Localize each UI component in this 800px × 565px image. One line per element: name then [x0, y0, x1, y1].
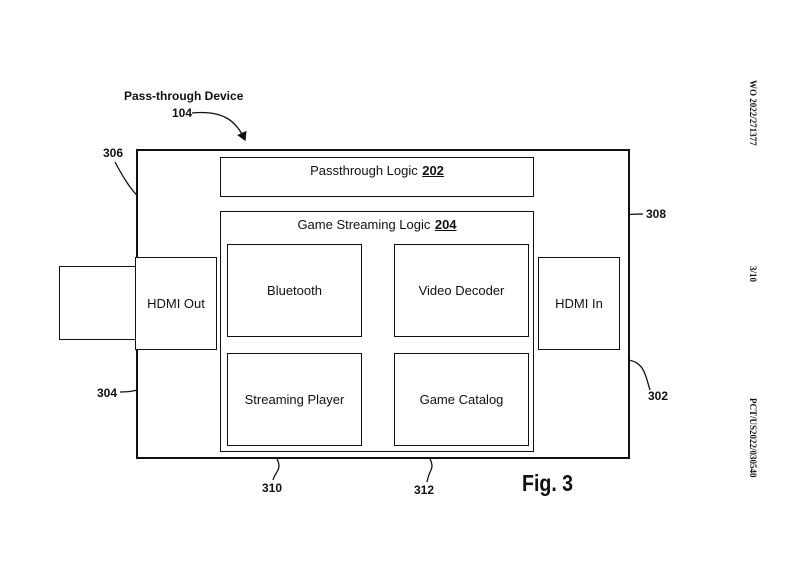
- hdmi-in-box: HDMI In: [538, 257, 620, 350]
- ref-310: 310: [262, 481, 283, 495]
- passthrough-logic-ref: 202: [422, 163, 444, 178]
- ref-304: 304: [97, 386, 118, 400]
- ref-306: 306: [103, 146, 124, 160]
- ref-308: 308: [646, 207, 667, 221]
- streaming-player-box: Streaming Player: [227, 353, 362, 446]
- publication-number: WO 2022/271377: [748, 80, 758, 146]
- leader-104: [191, 111, 247, 142]
- game-streaming-logic-ref: 204: [434, 217, 457, 232]
- sheet-number: 3/10: [748, 266, 758, 283]
- hdmi-out-box: HDMI Out: [135, 257, 217, 350]
- video-decoder-box: Video Decoder: [394, 244, 529, 337]
- figure-label: Fig. 3: [522, 470, 574, 496]
- ref-312: 312: [414, 483, 435, 497]
- bluetooth-box: Bluetooth: [227, 244, 362, 337]
- device-ref: 104: [172, 106, 193, 120]
- ref-302: 302: [648, 389, 669, 403]
- passthrough-logic-box: Passthrough Logic 202: [220, 157, 534, 197]
- device-title: Pass-through Device: [124, 89, 244, 103]
- game-catalog-box: Game Catalog: [394, 353, 529, 446]
- hdmi-out-plug: [59, 266, 139, 340]
- passthrough-logic-label: Passthrough Logic: [310, 163, 418, 178]
- application-number: PCT/US2022/030540: [748, 398, 758, 478]
- game-streaming-logic-label: Game Streaming Logic: [297, 217, 431, 232]
